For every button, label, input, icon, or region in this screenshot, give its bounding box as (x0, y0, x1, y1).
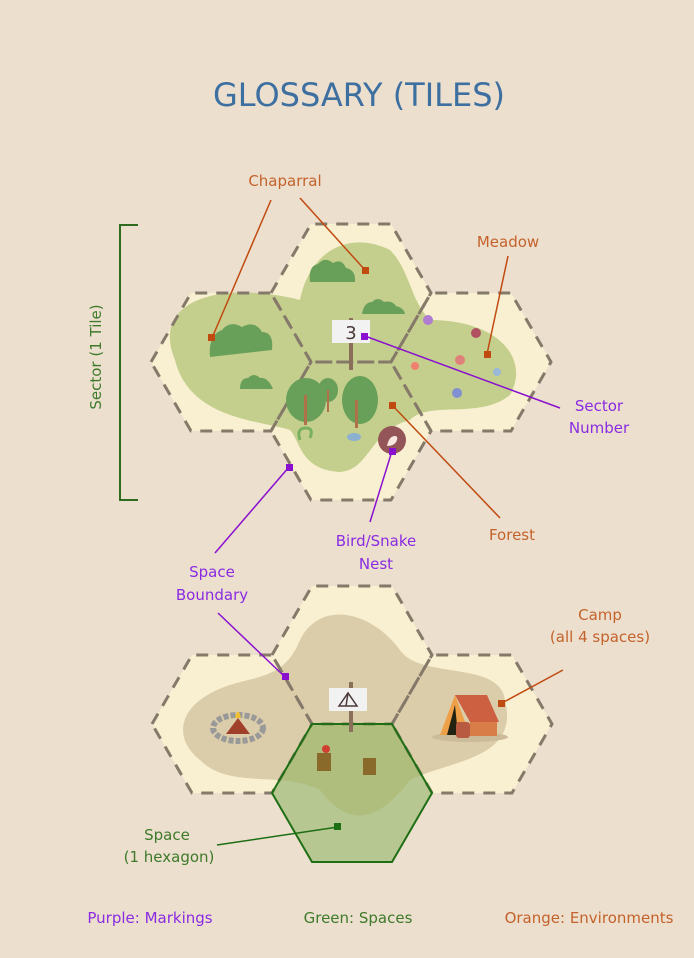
bird-icon (347, 433, 361, 441)
space-hexagon (270, 723, 434, 863)
sector-bracket (119, 224, 138, 501)
leader-markers (208, 267, 505, 830)
camp-sign (329, 688, 367, 711)
label-space-boundary: Space (189, 563, 235, 581)
nest-bird-glyph (387, 436, 398, 446)
campfire-icon (210, 711, 266, 744)
snake-icon (297, 426, 313, 441)
stumps-icon (317, 745, 376, 775)
label-meadow: Meadow (477, 233, 539, 251)
sign-post (349, 318, 353, 370)
label-sector-number-2: Number (569, 419, 630, 437)
chaparral-bushes (209, 259, 405, 389)
label-space-2: (1 hexagon) (124, 848, 215, 866)
forest-trees (286, 376, 378, 441)
label-nest-2: Nest (359, 555, 393, 573)
space-boundary-hex (149, 291, 313, 433)
label-chaparral: Chaparral (248, 172, 321, 190)
tent-icon (432, 695, 508, 742)
sector-number-sign (332, 320, 370, 343)
leader-lines (211, 197, 564, 846)
space-boundary-hex (269, 360, 433, 502)
tent-sign-icon (337, 691, 359, 707)
label-sector-number: Sector (575, 397, 624, 415)
legend-orange: Orange: Environments (505, 909, 674, 927)
label-space: Space (144, 826, 190, 844)
label-nest: Bird/Snake (336, 532, 417, 550)
label-space-boundary-2: Boundary (176, 586, 248, 604)
label-camp: Camp (578, 606, 622, 624)
sector-number: 3 (345, 323, 356, 344)
sector-label: Sector (1 Tile) (87, 304, 105, 409)
camp-environment (183, 614, 508, 816)
legend-purple: Purple: Markings (87, 909, 212, 927)
meadow-flowers (411, 315, 501, 398)
page-title: GLOSSARY (TILES) (213, 76, 505, 114)
label-forest: Forest (489, 526, 535, 544)
environment-area (169, 242, 517, 472)
legend-green: Green: Spaces (304, 909, 413, 927)
label-camp-2: (all 4 spaces) (550, 628, 650, 646)
